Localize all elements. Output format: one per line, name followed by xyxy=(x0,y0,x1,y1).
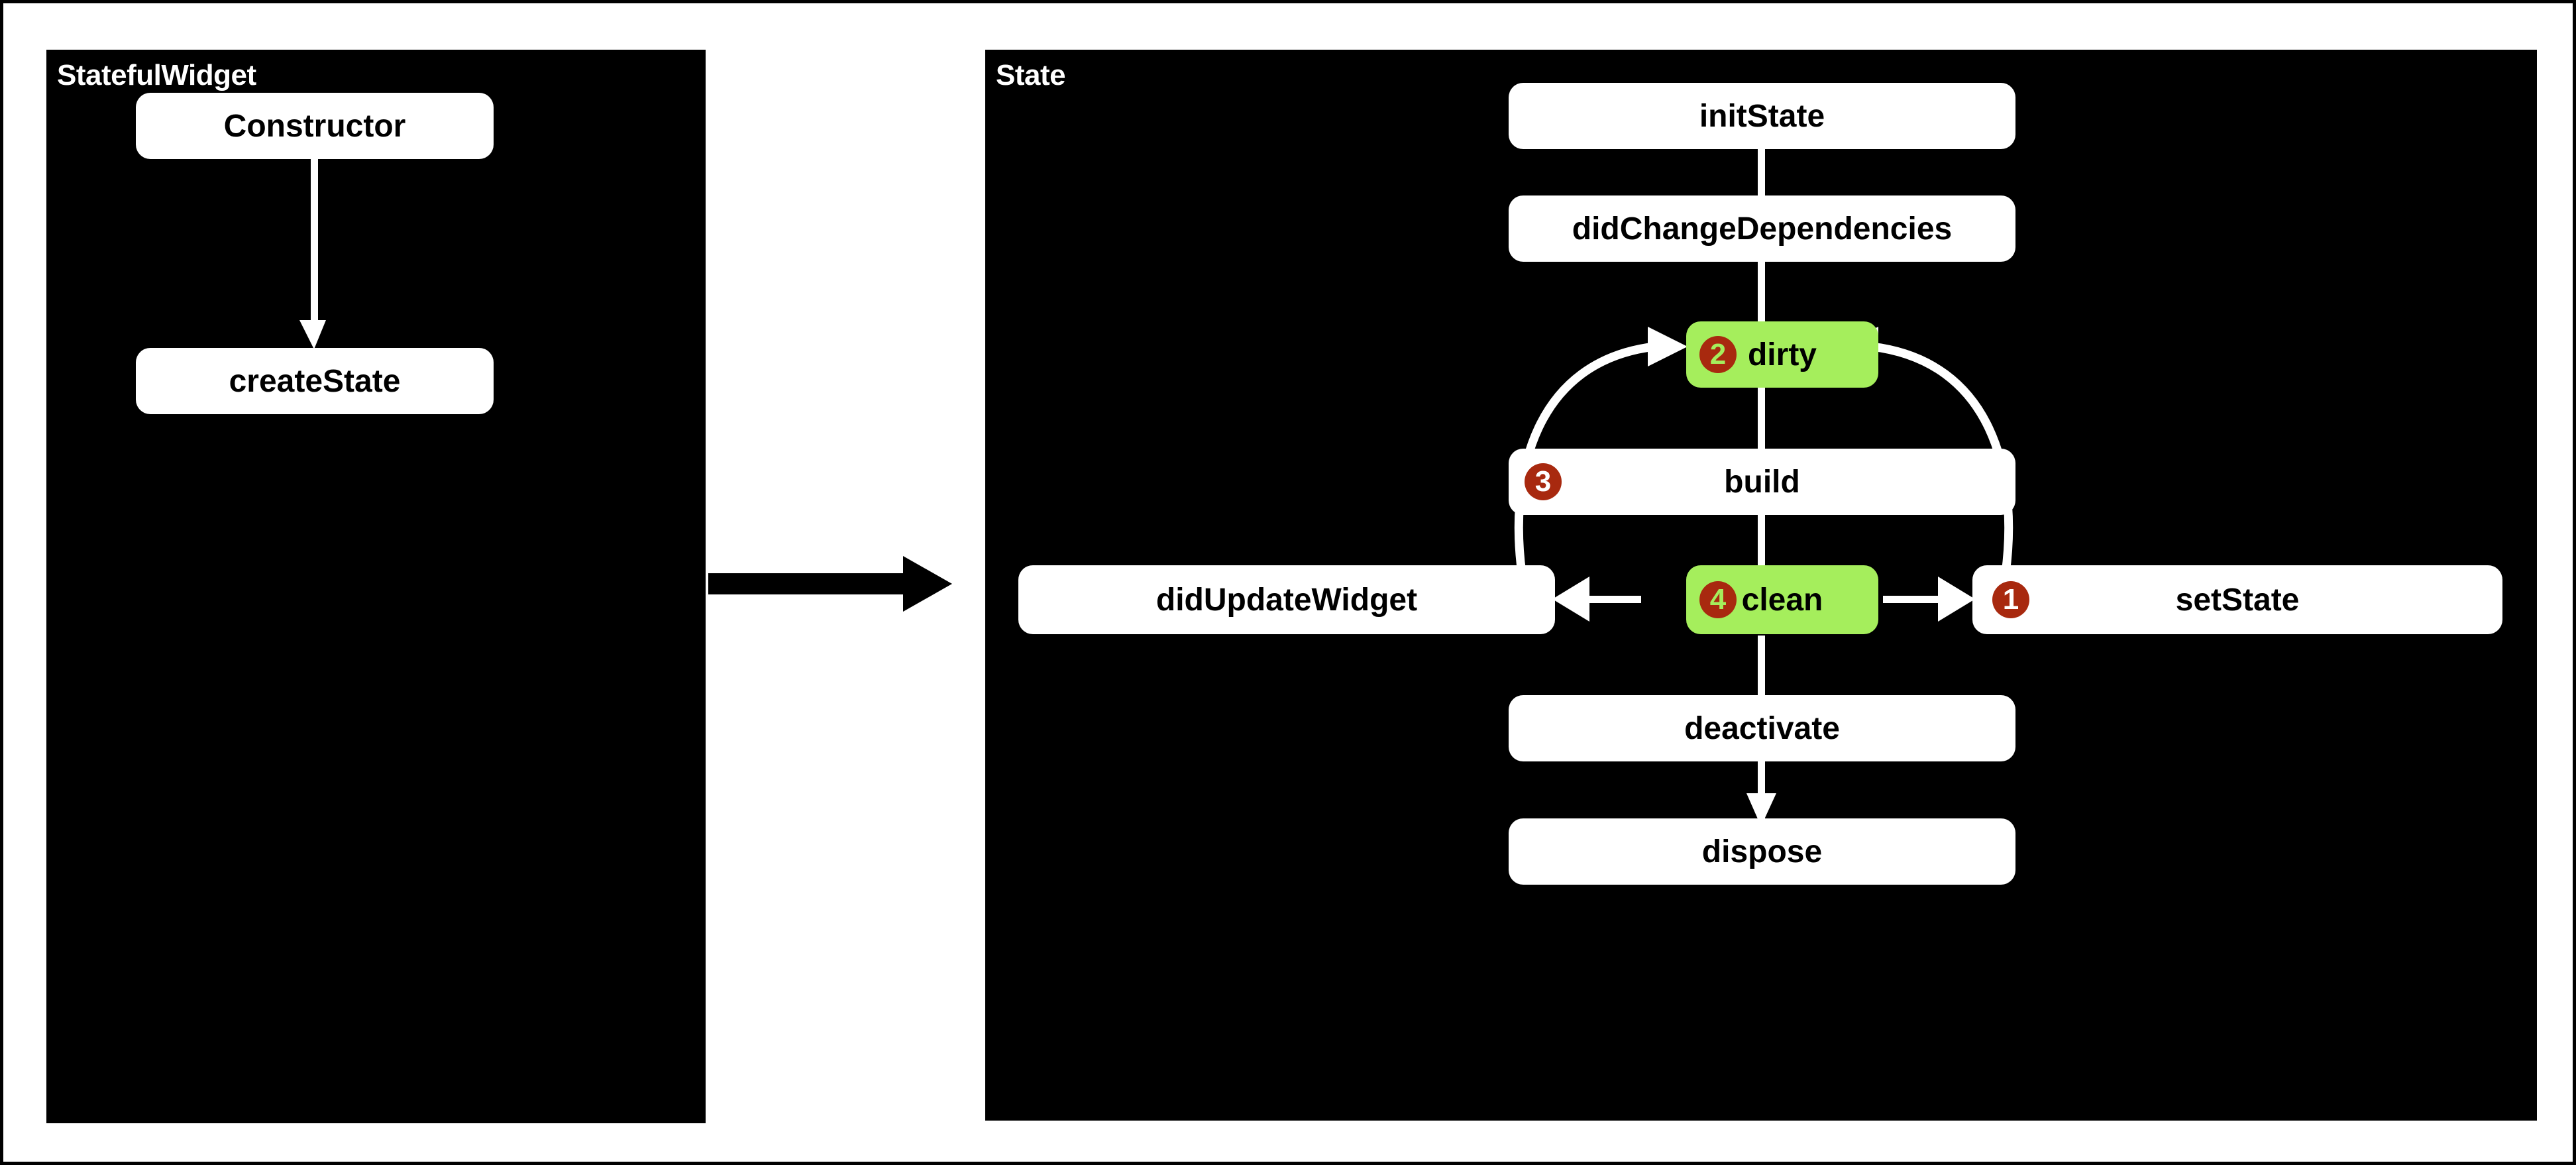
edge-clean-to-deactivate xyxy=(1758,636,1765,699)
edge-clean-to-setstate-line xyxy=(1883,596,1962,603)
node-clean-label: clean xyxy=(1741,582,1823,618)
arrowhead-deactivate-dispose xyxy=(1746,793,1776,826)
panel-state: State xyxy=(985,50,2537,1121)
node-did-update-widget[interactable]: didUpdateWidget xyxy=(1018,565,1555,634)
node-constructor[interactable]: Constructor xyxy=(136,93,494,159)
edge-deactivate-to-dispose-line xyxy=(1758,760,1765,822)
edge-initstate-to-didchangedeps xyxy=(1758,148,1765,198)
node-set-state-label: setState xyxy=(2175,582,2300,618)
node-dispose[interactable]: dispose xyxy=(1509,818,2015,885)
edge-constructor-to-createstate-line xyxy=(311,139,318,331)
edge-didupdatewidget-to-dirty-curve xyxy=(1514,342,1655,574)
panel-title-stateful-widget: StatefulWidget xyxy=(57,59,256,91)
arrowhead-didupdatewidget-dirty xyxy=(1648,327,1688,366)
node-did-change-dependencies[interactable]: didChangeDependencies xyxy=(1509,195,2015,262)
panel-link-arrow xyxy=(708,556,952,612)
node-did-change-dependencies-label: didChangeDependencies xyxy=(1572,211,1953,247)
node-create-state-label: createState xyxy=(229,363,401,399)
badge-1: 1 xyxy=(1992,581,2029,618)
badge-3: 3 xyxy=(1525,463,1562,500)
edge-dirty-to-build xyxy=(1758,386,1765,453)
node-build-label: build xyxy=(1724,464,1800,500)
panel-title-state: State xyxy=(996,59,1066,91)
node-set-state[interactable]: 1 setState xyxy=(1972,565,2502,634)
edge-didchangedeps-to-dirty xyxy=(1758,260,1765,324)
badge-2: 2 xyxy=(1699,336,1737,373)
arrowhead-clean-didupdatewidget xyxy=(1552,577,1589,622)
node-did-update-widget-label: didUpdateWidget xyxy=(1155,582,1418,618)
node-dirty[interactable]: 2 dirty xyxy=(1686,321,1878,388)
node-clean[interactable]: 4 clean xyxy=(1686,565,1878,634)
node-init-state[interactable]: initState xyxy=(1509,83,2015,149)
node-constructor-label: Constructor xyxy=(223,108,406,144)
panel-stateful-widget: StatefulWidget Constructor createState xyxy=(46,50,706,1123)
edge-constructor-to-createstate-arrow xyxy=(299,320,326,349)
node-dirty-label: dirty xyxy=(1747,337,1817,372)
node-deactivate[interactable]: deactivate xyxy=(1509,695,2015,761)
edge-clean-to-didupdatewidget-line xyxy=(1562,596,1641,603)
node-deactivate-label: deactivate xyxy=(1684,710,1840,746)
arrowhead-clean-setstate xyxy=(1938,577,1975,622)
edge-setstate-to-dirty-curve xyxy=(1871,342,2013,574)
edge-build-to-clean xyxy=(1758,514,1765,579)
node-create-state[interactable]: createState xyxy=(136,348,494,414)
badge-4: 4 xyxy=(1699,581,1737,618)
node-init-state-label: initState xyxy=(1699,98,1825,134)
state-edges-overlay xyxy=(1514,327,2013,826)
node-build[interactable]: 3 build xyxy=(1509,449,2015,515)
node-dispose-label: dispose xyxy=(1701,834,1823,869)
